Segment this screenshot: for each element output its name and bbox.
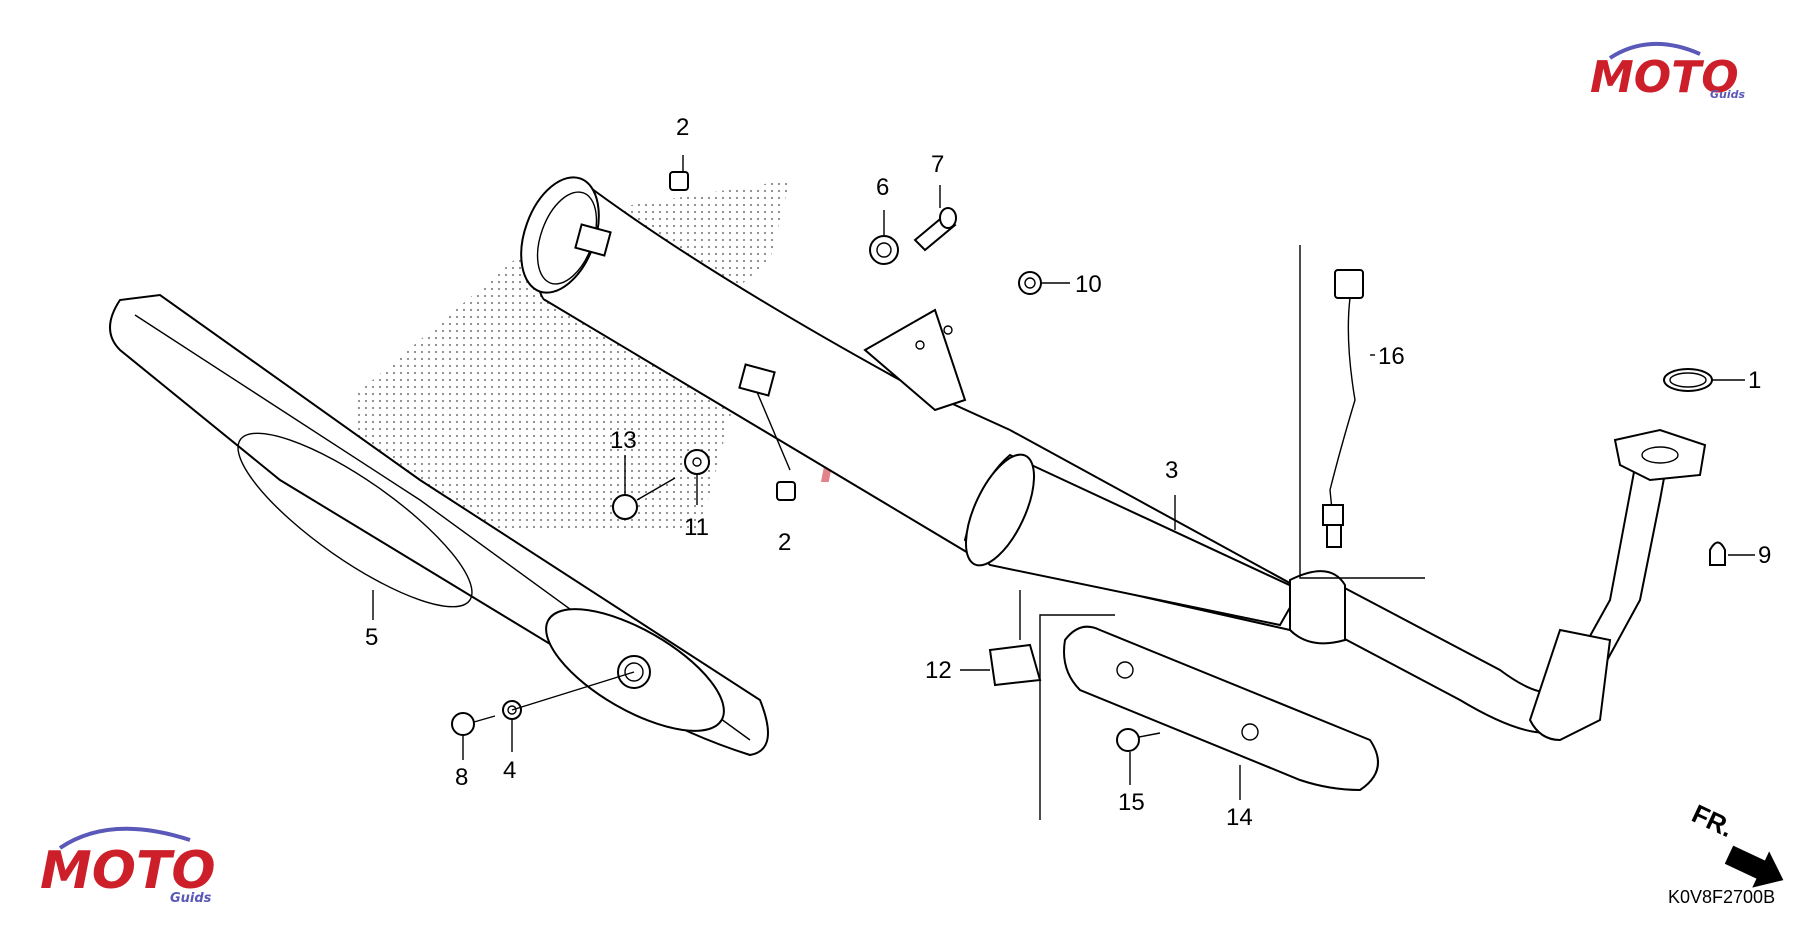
nut-part-6 [869,235,899,265]
guard-bracket [1039,614,1115,820]
heat-shield [109,293,769,757]
callout-9: 9 [1758,542,1771,569]
muffler-body [520,176,1707,742]
callout-13: 13 [610,427,637,454]
callout-4: 4 [503,757,516,784]
callout-7: 7 [931,151,944,178]
watermark-logo-bottom-left: MOTO Guids [40,826,216,906]
collar-part-7 [913,207,957,252]
bolt-part-13 [612,477,676,520]
rubber-part-12 [988,643,1042,687]
sensor-bracket [1299,245,1425,579]
bolt-part-8 [451,712,496,736]
nut-part-2b [776,481,796,501]
callout-5: 5 [365,624,378,651]
callout-6: 6 [876,174,889,201]
front-direction-marker: FR. [1687,798,1784,888]
svg-text:MOTO: MOTO [40,841,216,901]
callout-2b: 2 [778,529,791,556]
callout-3: 3 [1165,457,1178,484]
callout-16: 16 [1378,343,1405,370]
gasket-part-1 [1663,368,1713,392]
callout-10: 10 [1075,271,1102,298]
callout-14: 14 [1226,804,1253,831]
lower-heat-guard [1063,625,1379,792]
callout-8: 8 [455,764,468,791]
bolt-part-15 [1116,728,1161,752]
watermark-logo-top-right: MOTO Guids [1590,42,1746,103]
diagram-code: K0V8F2700B [1668,887,1775,907]
nut-part-2a [669,171,689,191]
callout-1: 1 [1748,367,1761,394]
callout-15: 15 [1118,789,1145,816]
arrow-right-icon [1724,845,1784,888]
clip-part-mid [738,363,776,397]
leader-lines [372,155,1755,800]
nut-part-9 [1709,541,1726,566]
washer-part-11 [684,449,710,475]
svg-text:FR.: FR. [1687,798,1738,843]
o2-sensor [1322,269,1364,548]
callout-12: 12 [925,657,952,684]
nut-part-10 [1018,271,1042,295]
svg-text:MOTO: MOTO [1590,52,1739,103]
washer-part-4 [502,700,522,720]
clip-part-upper [574,223,612,257]
callout-11: 11 [684,514,709,541]
svg-text:Guids: Guids [1710,88,1746,101]
svg-text:Guids: Guids [170,891,212,906]
callout-2a: 2 [676,114,689,141]
